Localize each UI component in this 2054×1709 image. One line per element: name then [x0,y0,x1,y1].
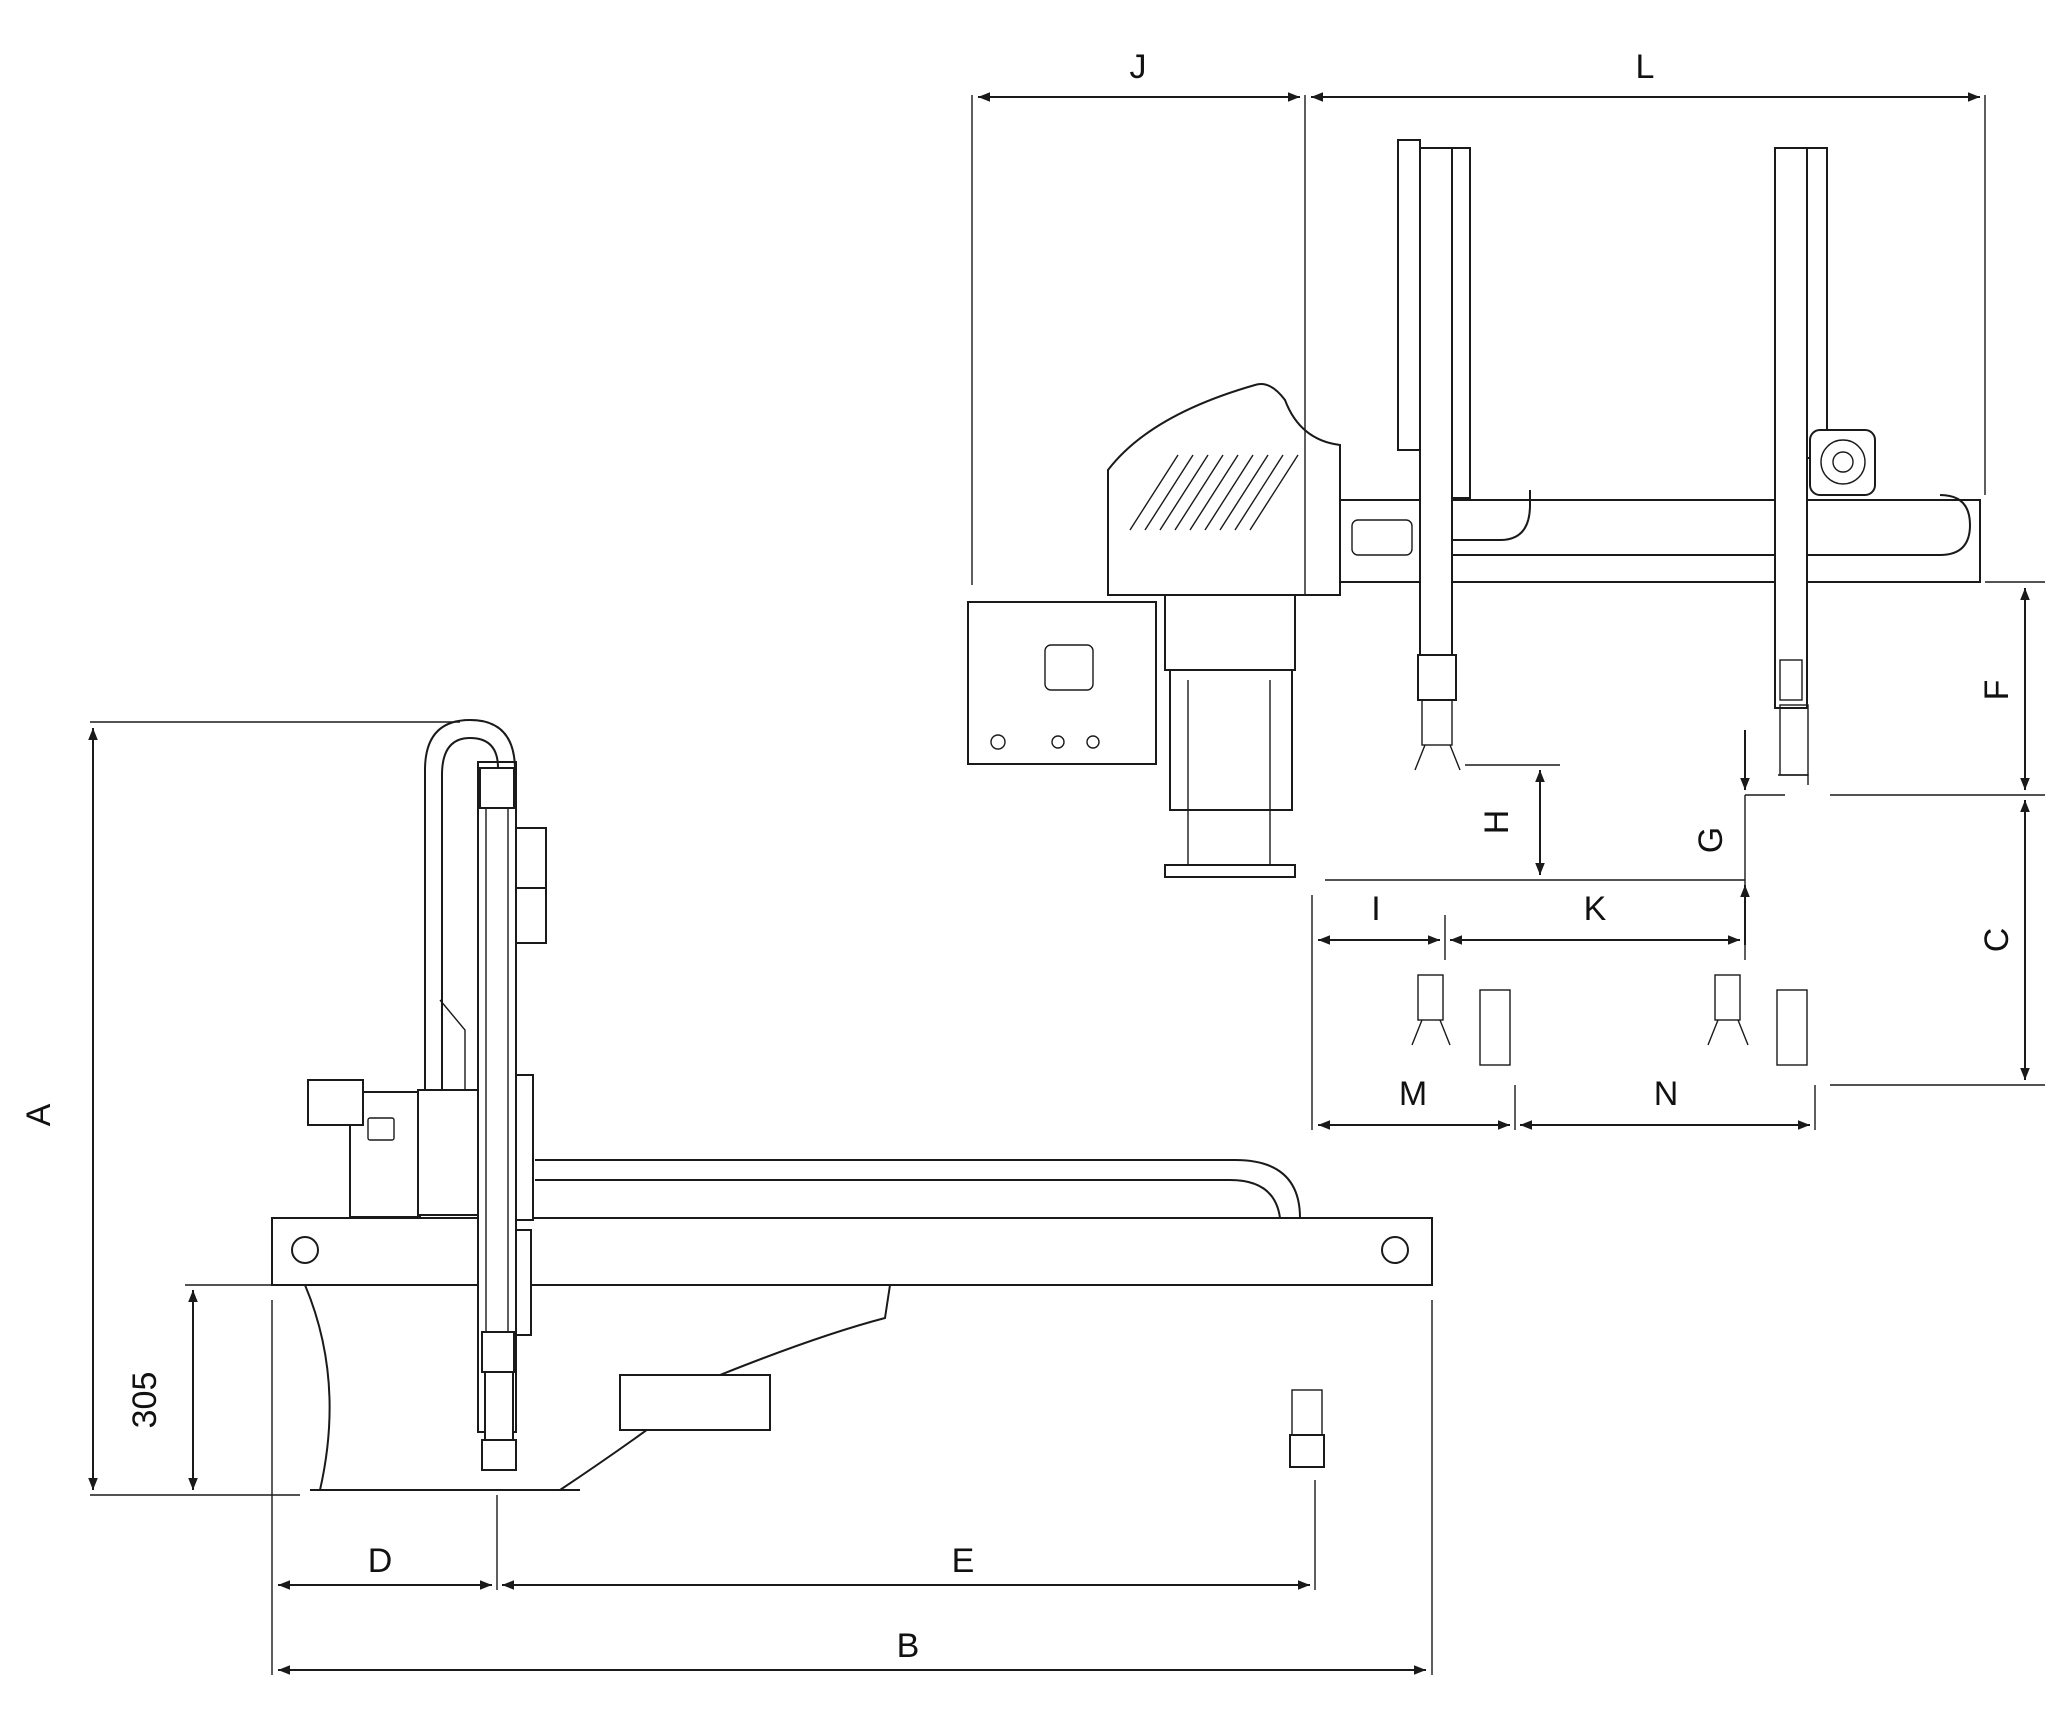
control-box [967,601,1157,765]
front-view [967,139,1981,1066]
motor-cap [307,1079,364,1126]
beam-hole-left [291,1236,319,1264]
front-arm-right [1774,147,1808,709]
cover-vents [1129,454,1299,531]
vertical-arm [477,761,517,1433]
control-knob-3 [1086,735,1100,749]
arm-gripper-pad [481,1439,517,1471]
column-body [1169,669,1293,811]
beam-window [1351,519,1413,556]
arm-bracket-3 [515,1229,532,1336]
front-gripper-left-jaw [1414,744,1461,771]
cable-loop-inner [441,736,499,1090]
arm-bracket-2 [515,887,547,944]
label-L: L [1636,48,1655,86]
arm-gripper-rods [484,1371,514,1441]
front-arm-left [1419,147,1453,669]
beam-cable-2 [1420,494,1972,556]
front-gripper-right-marker [1779,659,1803,701]
cable-guide [439,999,466,1090]
arm-end-block [481,1331,515,1373]
front-arm-left-guide [1397,139,1421,451]
label-H: H [1478,810,1516,835]
front-gripper-left-rods [1421,699,1453,746]
label-I: I [1371,890,1380,928]
dimension-labels: A 305 B D E J L F C G H I K M N [20,48,2016,1665]
label-305: 305 [126,1372,164,1429]
label-B: B [897,1627,920,1665]
label-N: N [1654,1075,1679,1113]
label-C: C [1978,928,2016,953]
label-G: G [1692,827,1730,853]
motor-cover [1107,383,1341,596]
base-bracket [619,1374,771,1431]
label-D: D [368,1542,393,1580]
column-head [1164,594,1296,671]
control-knob-1 [990,734,1006,750]
label-K: K [1584,890,1607,928]
cable-duct-outer [535,1159,1301,1219]
remote-gripper-rods [1291,1389,1323,1436]
front-arm-right-rail [1806,147,1828,459]
label-F: F [1978,680,2016,701]
label-M: M [1399,1075,1427,1113]
front-gripper-left-block [1417,654,1457,701]
label-J: J [1130,48,1147,86]
control-knob-2 [1051,735,1065,749]
label-E: E [952,1542,975,1580]
beam-hole-right [1381,1236,1409,1264]
front-arm-left-rail [1451,147,1471,499]
remote-gripper-pad [1289,1434,1325,1468]
front-gripper-right-rods [1779,704,1809,776]
control-screen [1044,644,1094,691]
cable-loop-outer [424,718,516,1090]
traverse-beam [271,1217,1433,1286]
front-gripper-right-foot [1778,774,1809,785]
label-A: A [20,1103,58,1126]
front-arm-right-pulley [1820,439,1866,485]
cable-duct-inner [535,1179,1281,1219]
front-arm-right-pulley-hub [1832,451,1854,473]
side-view [271,718,1433,1491]
beam-cable-1 [1420,490,1531,541]
arm-bracket-1 [515,827,547,889]
lower-gripper-positions [1411,974,1808,1066]
motor-window [367,1117,395,1141]
dimension-lines [88,92,2045,1675]
arm-top-cap [479,767,515,809]
column-foot [1164,864,1296,878]
carriage-block [417,1089,479,1216]
base-support [303,1284,892,1491]
